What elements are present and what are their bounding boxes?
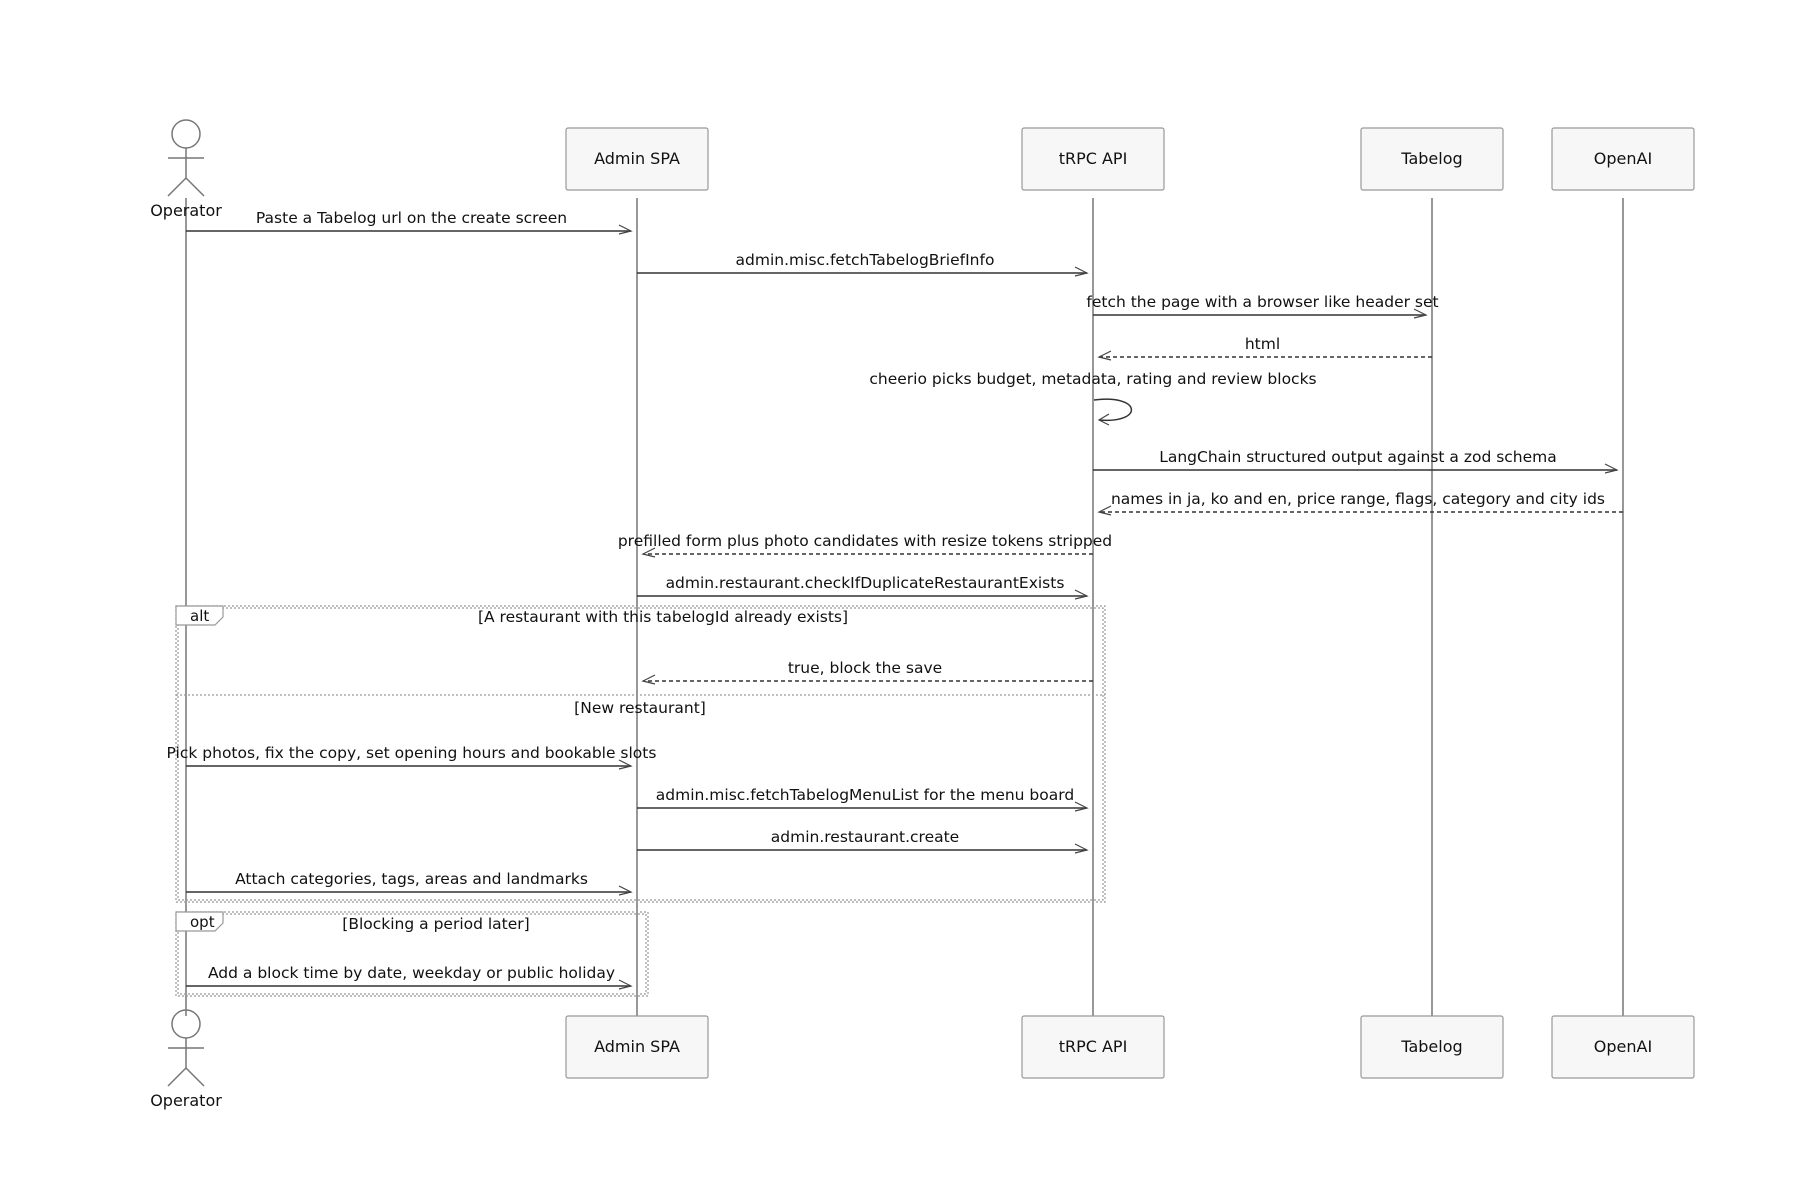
arrowhead xyxy=(1097,350,1112,361)
message-label: cheerio picks budget, metadata, rating a… xyxy=(869,370,1316,388)
fragment-frame xyxy=(175,605,1106,903)
participant-label: Admin SPA xyxy=(594,149,680,168)
fragment-condition: [Blocking a period later] xyxy=(342,915,529,933)
message-label: Attach categories, tags, areas and landm… xyxy=(235,870,588,888)
participant-box xyxy=(565,127,709,191)
message-m3: fetch the page with a browser like heade… xyxy=(1086,293,1439,319)
message-m13: admin.restaurant.create xyxy=(637,828,1089,854)
participant-trpc_api-bottom: tRPC API xyxy=(1021,1015,1165,1079)
participant-admin_spa-bottom: Admin SPA xyxy=(565,1015,709,1079)
messages: Paste a Tabelog url on the create screen… xyxy=(167,209,1623,990)
participant-openai-bottom: OpenAI xyxy=(1551,1015,1695,1079)
participant-operator-bottom: Operator xyxy=(150,1009,222,1110)
message-m7: names in ja, ko and en, price range, fla… xyxy=(1097,490,1623,516)
arrowhead xyxy=(641,547,656,558)
message-m12: admin.misc.fetchTabelogMenuList for the … xyxy=(637,786,1089,812)
arrowhead xyxy=(1413,308,1428,319)
fragment-frame-inner xyxy=(177,913,647,995)
fragment-tab xyxy=(175,911,224,932)
message-label: admin.misc.fetchTabelogBriefInfo xyxy=(736,251,995,269)
participant-box xyxy=(565,1015,709,1079)
participant-label: OpenAI xyxy=(1594,149,1652,168)
message-label: admin.restaurant.checkIfDuplicateRestaur… xyxy=(666,574,1065,592)
message-m9: admin.restaurant.checkIfDuplicateRestaur… xyxy=(637,574,1089,600)
message-line xyxy=(1093,398,1133,422)
arrowhead xyxy=(618,759,633,770)
lifelines xyxy=(185,198,1624,1016)
fragment-kind-label: opt xyxy=(190,913,215,931)
participant-openai-top: OpenAI xyxy=(1551,127,1695,191)
message-label: names in ja, ko and en, price range, fla… xyxy=(1111,490,1605,508)
participant-label: Admin SPA xyxy=(594,1037,680,1056)
participant-box xyxy=(1021,1015,1165,1079)
arrowhead xyxy=(618,885,633,896)
message-label: LangChain structured output against a zo… xyxy=(1159,448,1557,466)
message-m11: Pick photos, fix the copy, set opening h… xyxy=(167,744,657,770)
arrowhead xyxy=(1074,843,1089,854)
participant-operator-top: Operator xyxy=(150,119,222,220)
message-label: true, block the save xyxy=(788,659,942,677)
message-label: Paste a Tabelog url on the create screen xyxy=(256,209,567,227)
arrowhead xyxy=(1097,505,1112,516)
fragment-frames: alt [A restaurant with this tabelogId alr… xyxy=(175,605,1106,997)
message-label: prefilled form plus photo candidates wit… xyxy=(618,532,1112,550)
participant-box xyxy=(1551,127,1695,191)
fragment-frame-inner xyxy=(177,607,1104,901)
fragment-kind-label: alt xyxy=(190,607,209,625)
participant-label: Operator xyxy=(150,1091,222,1110)
participant-label: tRPC API xyxy=(1059,1037,1128,1056)
message-m5: cheerio picks budget, metadata, rating a… xyxy=(869,370,1317,426)
participants-top: Operator Admin SPA tRPC API Tabelog OpenAI xyxy=(150,119,1695,220)
message-label: html xyxy=(1245,335,1280,353)
participant-label: Operator xyxy=(150,201,222,220)
arrowhead xyxy=(1097,413,1110,426)
arrowhead xyxy=(641,674,656,685)
message-m6: LangChain structured output against a zo… xyxy=(1093,448,1619,474)
arrowhead xyxy=(618,224,633,235)
message-m10: true, block the save xyxy=(641,659,1093,685)
participant-box xyxy=(1551,1015,1695,1079)
arrowhead xyxy=(1074,589,1089,600)
participant-label: Tabelog xyxy=(1400,149,1462,168)
arrowhead xyxy=(1074,801,1089,812)
message-m8: prefilled form plus photo candidates wit… xyxy=(618,532,1112,558)
fragment-tab xyxy=(175,605,224,626)
message-label: fetch the page with a browser like heade… xyxy=(1086,293,1438,311)
arrowhead xyxy=(618,979,633,990)
message-m14: Attach categories, tags, areas and landm… xyxy=(186,870,633,896)
arrowhead xyxy=(1604,463,1619,474)
arrowhead xyxy=(1074,266,1089,277)
participant-admin_spa-top: Admin SPA xyxy=(565,127,709,191)
participant-label: tRPC API xyxy=(1059,149,1128,168)
message-label: admin.restaurant.create xyxy=(771,828,959,846)
fragment-opt: opt [Blocking a period later] xyxy=(175,911,649,997)
message-label: Add a block time by date, weekday or pub… xyxy=(208,964,615,982)
message-m4: html xyxy=(1097,335,1432,361)
participants-bottom: Operator Admin SPA tRPC API Tabelog OpenAI xyxy=(150,1009,1695,1110)
fragment-alt: alt [A restaurant with this tabelogId alr… xyxy=(175,605,1106,903)
participant-label: OpenAI xyxy=(1594,1037,1652,1056)
participant-box xyxy=(1360,1015,1504,1079)
message-m15: Add a block time by date, weekday or pub… xyxy=(186,964,633,990)
fragment-condition: [New restaurant] xyxy=(574,699,706,717)
participant-box xyxy=(1021,127,1165,191)
fragment-frame xyxy=(175,911,649,997)
message-m2: admin.misc.fetchTabelogBriefInfo xyxy=(637,251,1089,277)
fragment-condition: [A restaurant with this tabelogId alread… xyxy=(478,608,848,626)
participant-trpc_api-top: tRPC API xyxy=(1021,127,1165,191)
message-label: admin.misc.fetchTabelogMenuList for the … xyxy=(656,786,1074,804)
participant-box xyxy=(1360,127,1504,191)
participant-tabelog-top: Tabelog xyxy=(1360,127,1504,191)
actor-icon xyxy=(167,1009,205,1087)
participant-label: Tabelog xyxy=(1400,1037,1462,1056)
participant-tabelog-bottom: Tabelog xyxy=(1360,1015,1504,1079)
message-label: Pick photos, fix the copy, set opening h… xyxy=(167,744,657,762)
message-m1: Paste a Tabelog url on the create screen xyxy=(186,209,633,235)
actor-icon xyxy=(167,119,205,197)
